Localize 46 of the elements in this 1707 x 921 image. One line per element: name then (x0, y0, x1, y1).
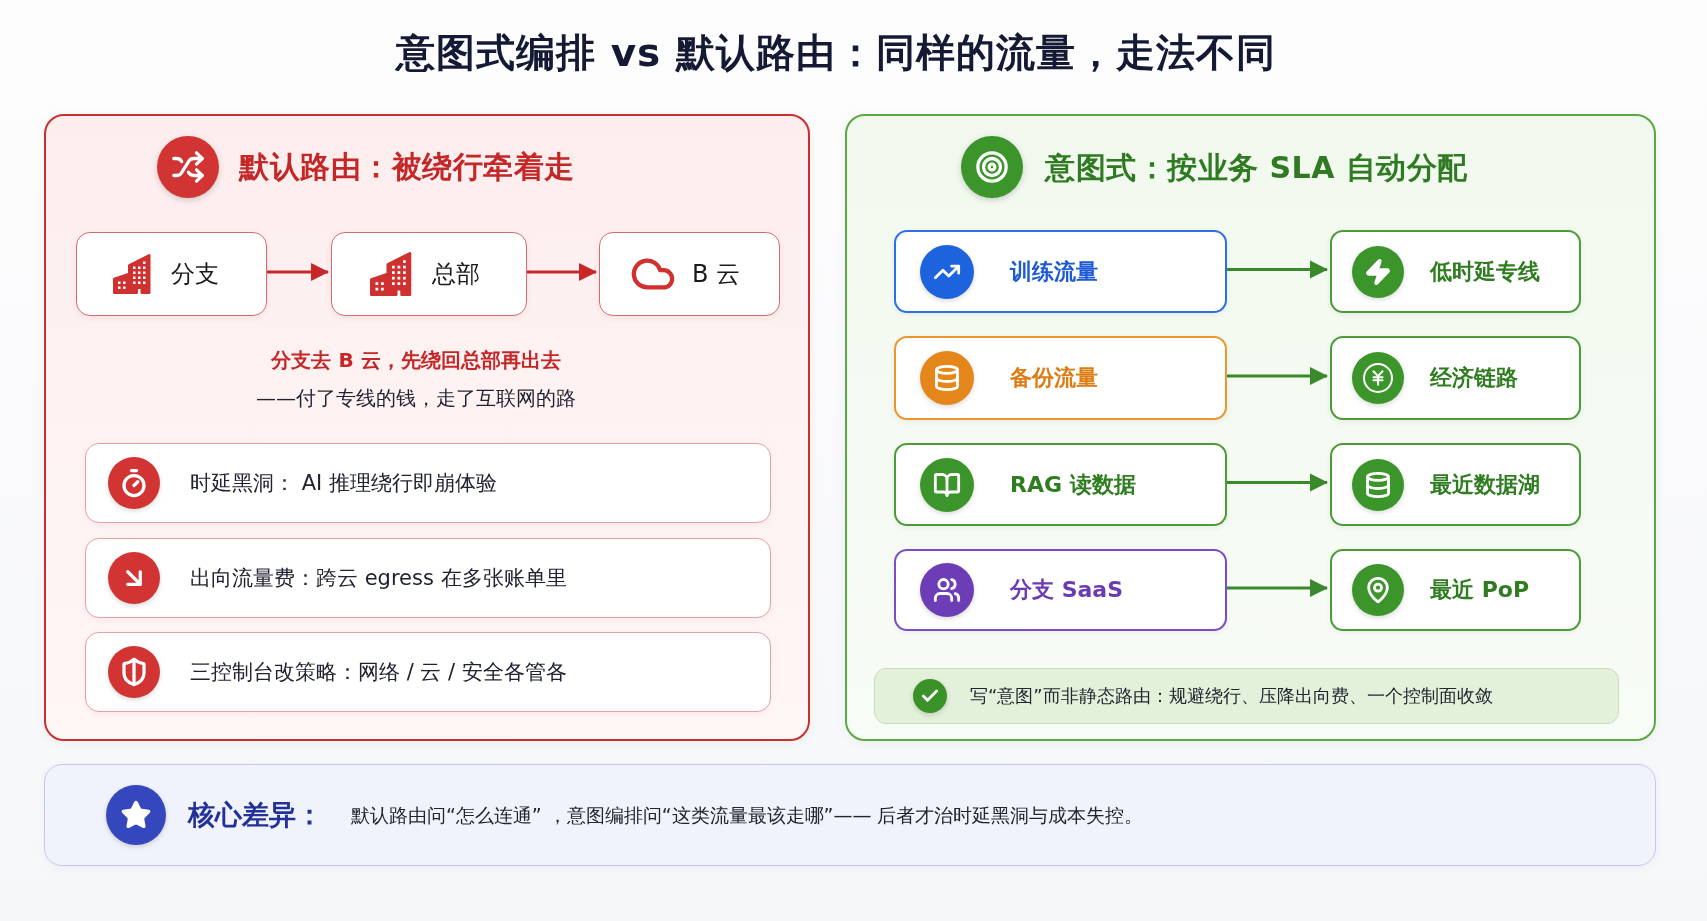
issue-row (85, 443, 771, 523)
panel-heading: 默认路由：被绕行牵着走 (239, 148, 575, 186)
banner-text: 默认路由问“怎么连通” ，意图编排问“这类流量最该走哪”—— 后者才治时延黑洞与成本失控。 (351, 803, 1144, 828)
issue-text: 三控制台改策略：网络 / 云 / 安全各管各 (190, 659, 567, 686)
arrow (1225, 260, 1328, 279)
summary-bar (874, 668, 1619, 724)
traffic-box (894, 443, 1227, 526)
page-title: 意图式编排 vs 默认路由：同样的流量，走法不同 (396, 29, 1276, 77)
arrow (525, 263, 597, 281)
highlight-text: 分支去 B 云，先绕回总部再出去 (271, 347, 561, 374)
path-box (1330, 549, 1581, 631)
box-label: 经济链路 (1430, 364, 1518, 392)
issue-row (85, 538, 771, 618)
box-label: 最近 PoP (1430, 576, 1530, 604)
arrow (265, 263, 329, 281)
arrow (1225, 473, 1328, 492)
site-label: 分支 (171, 259, 219, 289)
note-text: ——付了专线的钱，走了互联网的路 (256, 385, 576, 412)
box-label: RAG 读数据 (1010, 470, 1136, 499)
traffic-box (894, 549, 1227, 631)
panel-heading: 意图式：按业务 SLA 自动分配 (1045, 149, 1468, 187)
path-box (1330, 230, 1581, 313)
box-label: 备份流量 (1010, 364, 1098, 392)
issue-text: 出向流量费：跨云 egress 在多张账单里 (190, 565, 567, 592)
path-box (1330, 336, 1581, 420)
site-label: B 云 (692, 259, 741, 289)
box-label: 最近数据湖 (1430, 470, 1540, 499)
box-label: 分支 SaaS (1010, 576, 1124, 604)
traffic-box (894, 230, 1227, 313)
site-box (599, 232, 780, 316)
summary-text: 写“意图”而非静态路由：规避绕行、压降出向费、一个控制面收敛 (970, 684, 1493, 708)
box-label: 低时延专线 (1430, 257, 1540, 286)
issue-text: 时延黑洞： AI 推理绕行即崩体验 (190, 470, 497, 497)
traffic-box (894, 336, 1227, 420)
site-box (331, 232, 527, 316)
path-box (1330, 443, 1581, 526)
site-label: 总部 (432, 259, 480, 289)
arrow (1225, 579, 1328, 597)
box-label: 训练流量 (1010, 257, 1098, 286)
arrow (1225, 367, 1328, 385)
issue-row (85, 632, 771, 712)
takeaway-banner (44, 764, 1656, 866)
banner-heading: 核心差异： (188, 798, 323, 832)
panel (44, 114, 810, 741)
site-box (76, 232, 267, 316)
panel (845, 114, 1656, 741)
